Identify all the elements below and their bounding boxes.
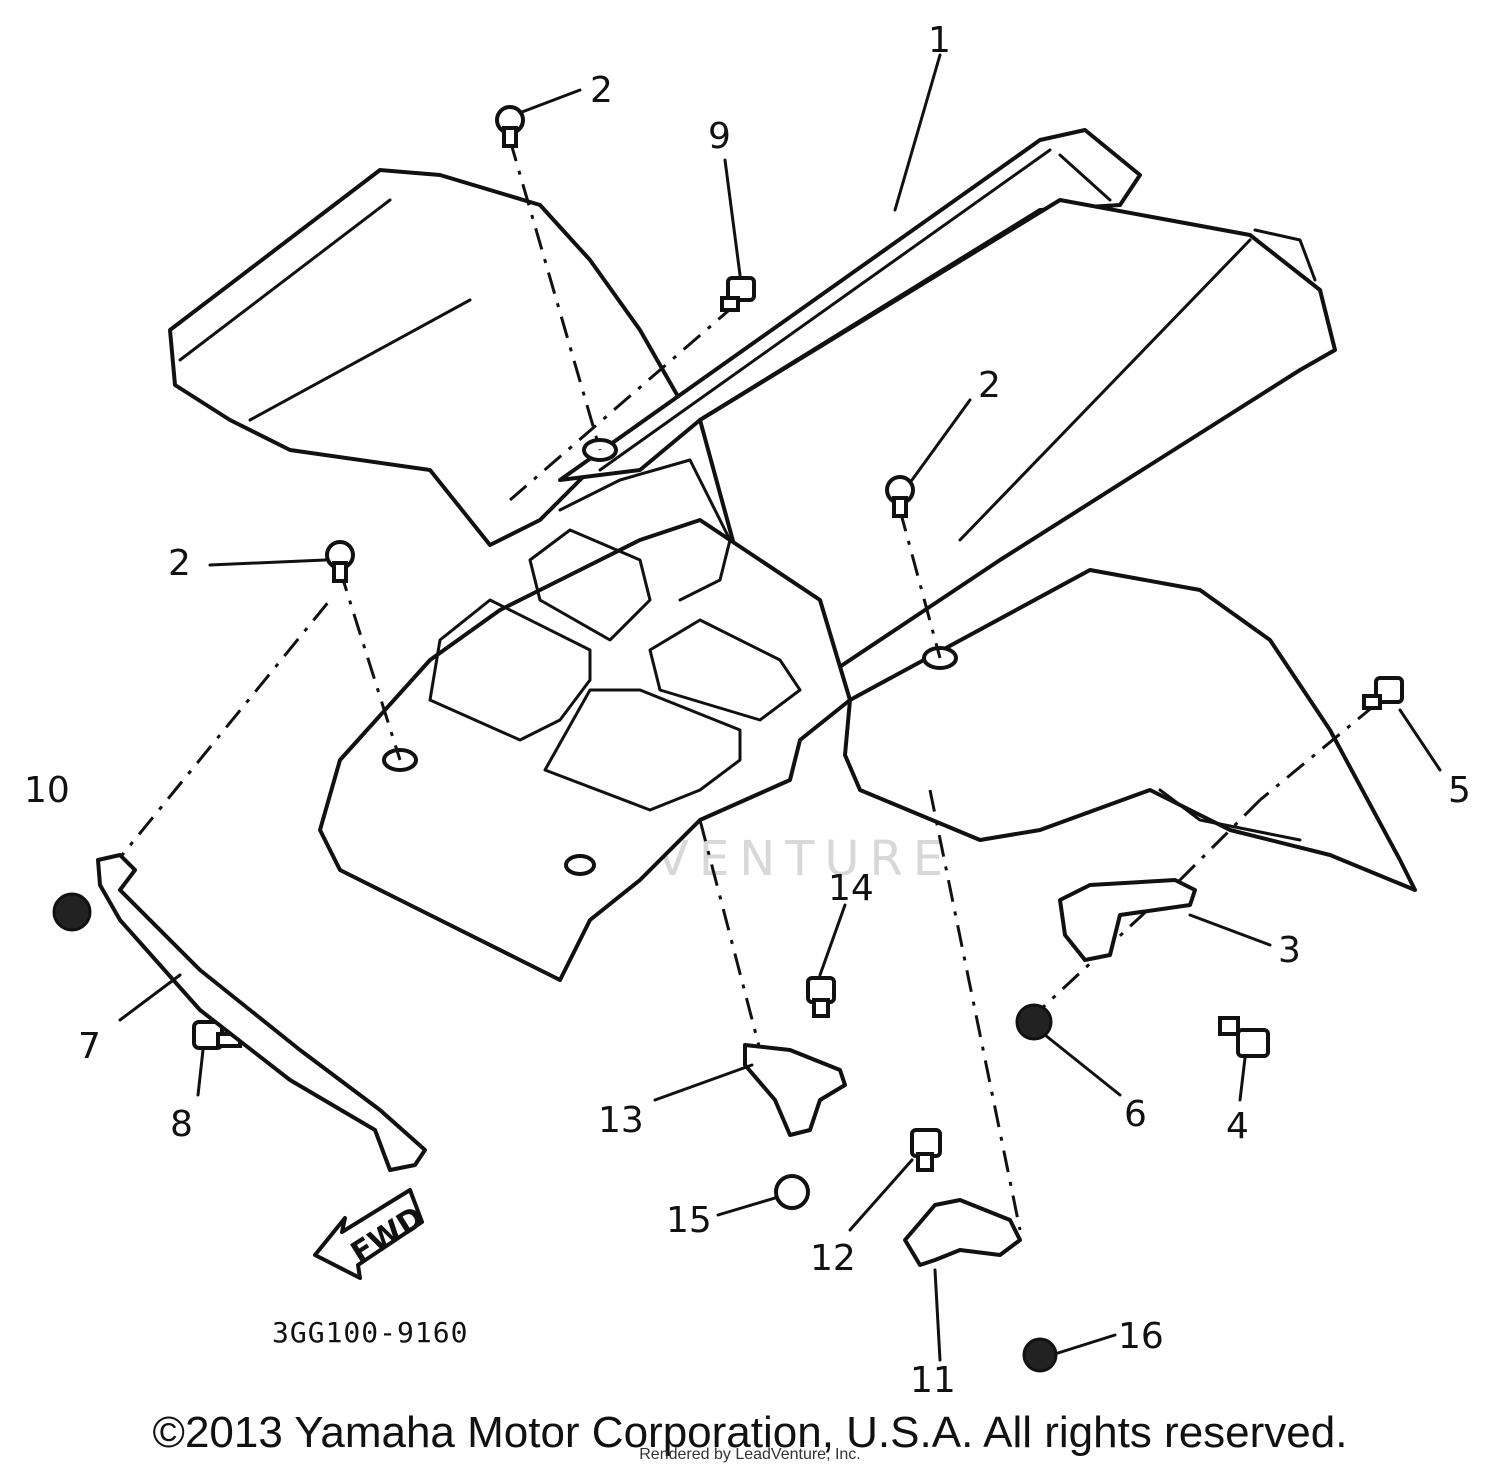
callout-1: 1 bbox=[928, 20, 951, 61]
callout-13: 13 bbox=[598, 1100, 644, 1141]
callout-8: 8 bbox=[170, 1104, 193, 1145]
callout-15: 15 bbox=[666, 1200, 712, 1241]
leader-lines bbox=[118, 53, 1442, 1362]
copyright-notice: ©2013 Yamaha Motor Corporation, U.S.A. A… bbox=[152, 1408, 1348, 1457]
callout-2-left: 2 bbox=[168, 543, 191, 584]
rendered-by-notice: Rendered by LeadVenture, Inc. bbox=[639, 1446, 861, 1463]
callout-9: 9 bbox=[708, 116, 731, 157]
rear-fender bbox=[168, 128, 1417, 982]
assembly-lines bbox=[108, 139, 1376, 1231]
callout-4: 4 bbox=[1226, 1106, 1249, 1147]
fwd-arrow: FWD bbox=[313, 1188, 430, 1280]
callouts: 1 2 2 2 3 4 5 6 7 8 9 10 11 12 13 14 15 … bbox=[24, 20, 1471, 1401]
callout-2-top: 2 bbox=[590, 70, 613, 111]
callout-3: 3 bbox=[1278, 930, 1301, 971]
callout-14: 14 bbox=[828, 868, 874, 909]
callout-5: 5 bbox=[1448, 770, 1471, 811]
brackets bbox=[96, 853, 1197, 1267]
hardware-parts bbox=[52, 105, 1404, 1373]
callout-12: 12 bbox=[810, 1238, 856, 1279]
callout-6: 6 bbox=[1124, 1094, 1147, 1135]
callout-11: 11 bbox=[910, 1360, 956, 1401]
callout-2-right: 2 bbox=[978, 365, 1001, 406]
callout-10: 10 bbox=[24, 770, 70, 811]
callout-7: 7 bbox=[78, 1026, 101, 1067]
figure-code: 3GG100-9160 bbox=[272, 1316, 468, 1349]
callout-16: 16 bbox=[1118, 1316, 1164, 1357]
